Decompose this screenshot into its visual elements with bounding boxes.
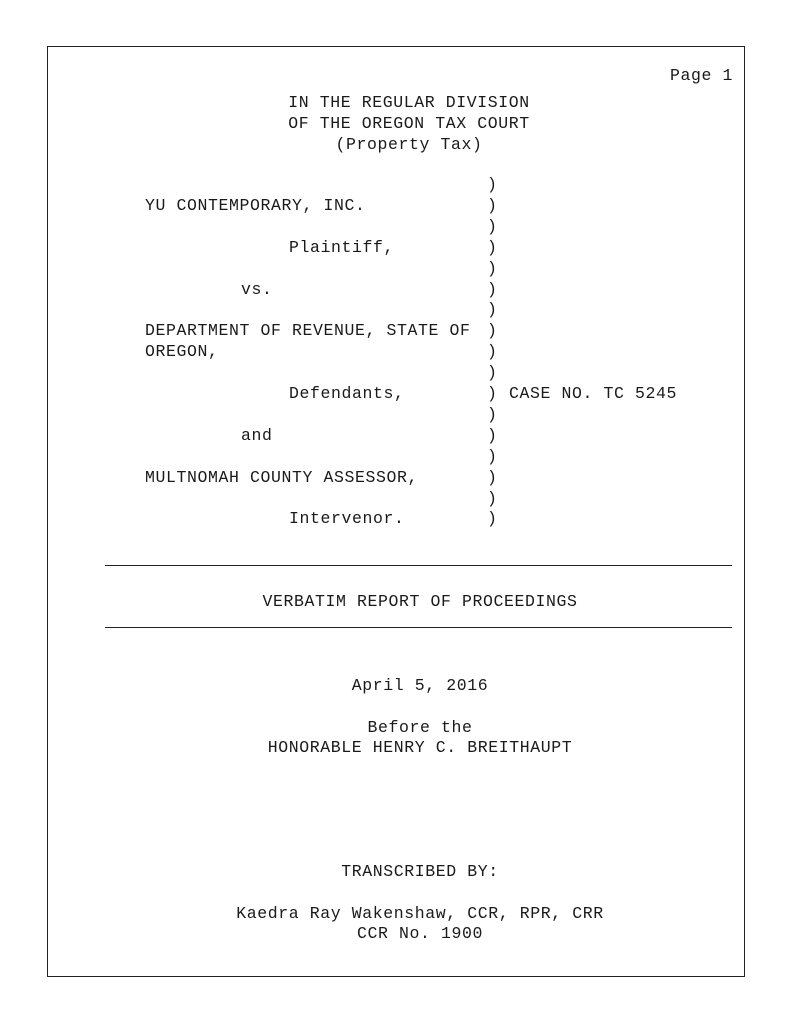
caption-paren: ) [487, 342, 498, 362]
transcribed-label: TRANSCRIBED BY: [341, 862, 499, 881]
divider-top [105, 565, 732, 566]
caption-paren: ) [487, 488, 498, 508]
caption-paren: ) [487, 258, 498, 278]
reporter-name: Kaedra Ray Wakenshaw, CCR, RPR, CRR [236, 904, 604, 923]
page-border [47, 46, 745, 977]
court-line-2: OF THE OREGON TAX COURT [288, 114, 530, 133]
before-line: Before the [367, 718, 473, 737]
caption-party-text: MULTNOMAH COUNTY ASSESSOR, [145, 467, 419, 487]
court-line-3: (Property Tax) [335, 135, 483, 154]
caption-paren: ) [487, 175, 498, 194]
caption-paren: ) [487, 216, 498, 236]
caption-party-text: DEPARTMENT OF REVENUE, STATE OF [145, 321, 471, 341]
caption-party-text: Intervenor. [289, 509, 405, 529]
caption-paren: ) [487, 363, 498, 383]
caption-paren: ) [487, 195, 498, 215]
judge-name: HONORABLE HENRY C. BREITHAUPT [267, 738, 573, 757]
caption-party-text: vs. [241, 279, 273, 299]
caption-paren: ) [487, 300, 498, 320]
report-title: VERBATIM REPORT OF PROCEEDINGS [262, 592, 578, 611]
caption-paren: ) [487, 425, 498, 445]
court-line-1: IN THE REGULAR DIVISION [288, 93, 530, 112]
caption-party-text: OREGON, [145, 342, 219, 362]
caption-party-text: Defendants, [289, 384, 405, 403]
case-number: CASE NO. TC 5245 [509, 384, 678, 403]
caption-party-text: YU CONTEMPORARY, INC. [145, 195, 366, 215]
caption-paren: ) [487, 279, 498, 299]
page-number: Page 1 [669, 66, 733, 85]
reporter-ccr-number: CCR No. 1900 [356, 924, 484, 943]
caption-paren: ) [487, 509, 498, 529]
caption-paren: ) [487, 321, 498, 341]
caption-paren: ) [487, 467, 498, 487]
divider-bottom [105, 627, 732, 628]
caption-party-text: Plaintiff, [289, 237, 395, 257]
hearing-date: April 5, 2016 [351, 676, 489, 695]
caption-paren: ) [487, 384, 498, 403]
caption-party-text: and [241, 425, 273, 445]
caption-paren: ) [487, 446, 498, 466]
caption-paren: ) [487, 237, 498, 257]
caption-paren: ) [487, 404, 498, 424]
